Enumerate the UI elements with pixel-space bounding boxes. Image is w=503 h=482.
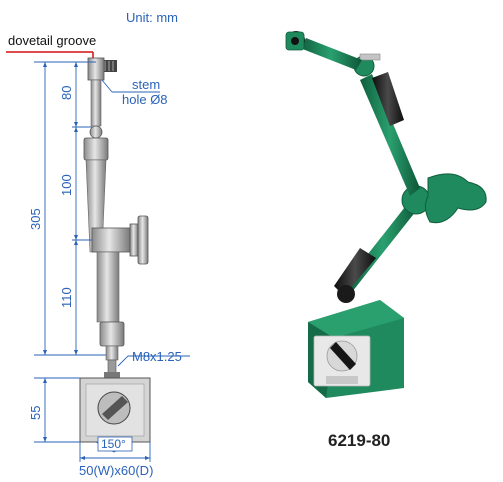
photo-switch-lever: [330, 342, 356, 370]
central-lock-knob: [137, 215, 149, 265]
base-size-label: 50(W)x60(D): [79, 463, 153, 478]
photo-upper-sleeve: [372, 72, 404, 126]
top-holder: [87, 57, 105, 81]
upper-joint: [89, 125, 103, 139]
dimension-arrows: [43, 62, 150, 460]
dim-80: 80: [59, 86, 74, 100]
thread-stud: [107, 359, 117, 375]
photo-top-arm: [300, 38, 362, 70]
stem-hole-label: hole Ø8: [122, 92, 168, 107]
product-model-label: 6219-80: [328, 431, 390, 450]
dovetail-groove-label: dovetail groove: [8, 33, 96, 48]
angle-box: [97, 436, 133, 452]
thread-label: M8x1.25: [132, 349, 182, 364]
upper-collar: [83, 137, 109, 161]
photo-upper-arm: [360, 74, 420, 196]
angle-label: 150°: [101, 437, 126, 451]
lower-arm: [96, 251, 120, 323]
base-switch-lever: [102, 396, 128, 420]
photo-lower-sleeve: [334, 248, 376, 296]
stand-drawing: [79, 57, 151, 453]
dim-55: 55: [28, 406, 43, 420]
photo-lock-knob: [424, 173, 487, 224]
upper-rod: [90, 79, 102, 127]
product-photo: [285, 31, 487, 398]
dim-100: 100: [59, 174, 74, 196]
dim-305: 305: [28, 208, 43, 230]
stem-label: stem: [132, 77, 160, 92]
lower-collar: [99, 321, 125, 347]
center-clamp: [91, 227, 131, 253]
unit-label: Unit: mm: [126, 10, 178, 25]
dim-110: 110: [59, 287, 74, 308]
